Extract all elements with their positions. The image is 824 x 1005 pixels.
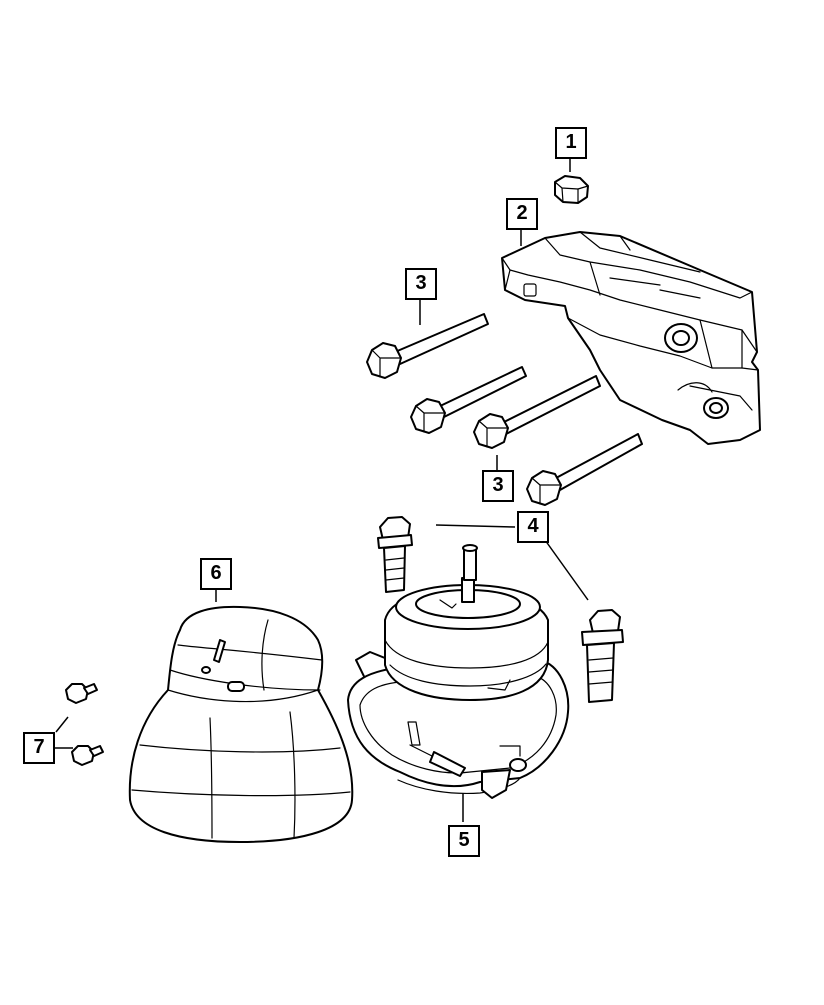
- callout-1: 1: [555, 127, 587, 159]
- bolt-icon: [366, 313, 489, 379]
- bolt-icon: [377, 516, 413, 593]
- callout-3a: 3: [405, 268, 437, 300]
- bolt-icon: [581, 609, 624, 703]
- leader-line-4b: [544, 539, 589, 601]
- leader-line-7b: [55, 716, 69, 733]
- callout-4: 4: [517, 511, 549, 543]
- nut-icon: [554, 175, 589, 204]
- callout-3b: 3: [482, 470, 514, 502]
- bolt-icon: [71, 745, 104, 766]
- heat-shield-icon: [128, 605, 354, 843]
- bolt-icon: [65, 683, 98, 704]
- leader-lines: [54, 159, 589, 822]
- bolt-icon: [410, 366, 527, 434]
- callout-6: 6: [200, 558, 232, 590]
- leader-line-4a: [435, 524, 516, 528]
- bolt-icon: [473, 375, 601, 449]
- callout-2: 2: [506, 198, 538, 230]
- engine-mount-icon: [347, 544, 570, 799]
- callout-5: 5: [448, 825, 480, 857]
- mount-bracket-icon: [501, 231, 761, 445]
- callout-7: 7: [23, 732, 55, 764]
- bolt-icon: [526, 433, 643, 506]
